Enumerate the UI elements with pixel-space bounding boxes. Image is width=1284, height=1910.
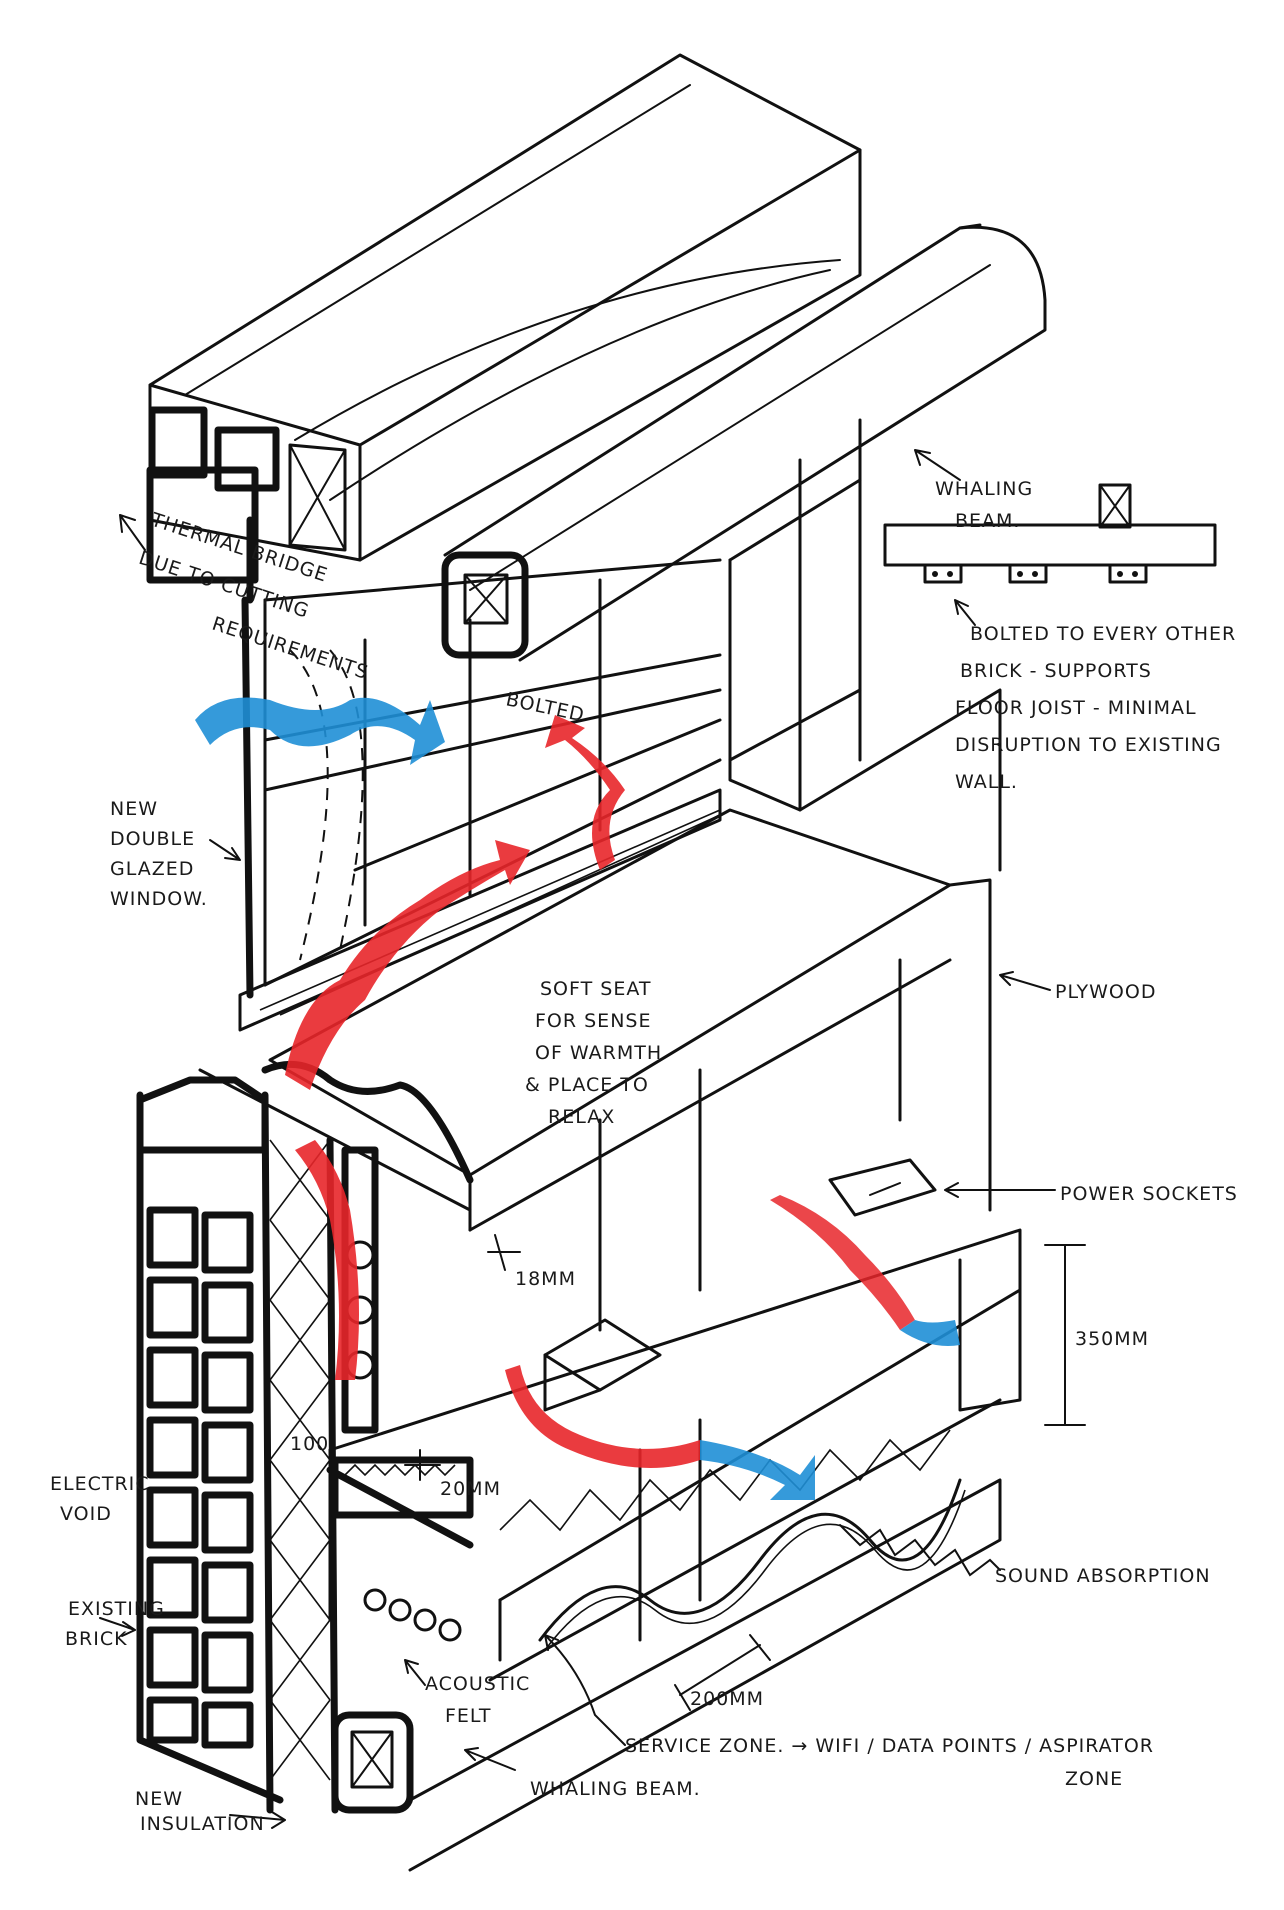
dim-200mm-label: 200MM xyxy=(690,1688,764,1710)
floor-buildup xyxy=(326,1228,1022,1872)
top-beam xyxy=(146,53,862,604)
service-zone-label-2: ZONE xyxy=(1065,1768,1123,1790)
warm-air-ribbon-socket xyxy=(770,1195,915,1330)
brick-courses xyxy=(146,1206,254,1749)
double-glazed-window xyxy=(238,558,722,1032)
dim-100-label: 100 xyxy=(290,1433,329,1455)
pilaster xyxy=(728,418,1002,872)
airflow-indicators xyxy=(195,697,960,1500)
thermal-bridge-label: THERMAL BRIDGE DUE TO CUTTING REQUIREMEN… xyxy=(123,509,396,685)
new-window-label: NEW DOUBLE GLAZED WINDOW. xyxy=(110,798,208,910)
sound-absorption-label: SOUND ABSORPTION xyxy=(995,1565,1211,1587)
warm-air-ribbon-left xyxy=(285,840,530,1090)
whaling-beam-detail xyxy=(883,483,1217,584)
power-sockets-label: POWER SOCKETS xyxy=(1060,1183,1238,1205)
service-zone-label: SERVICE ZONE. → WIFI / DATA POINTS / ASP… xyxy=(625,1735,1154,1757)
seat-unit xyxy=(198,808,992,1412)
dim-20mm-label: 20MM xyxy=(440,1478,501,1500)
plywood-label: PLYWOOD xyxy=(1055,981,1156,1003)
existing-brick-label: EXISTING BRICK xyxy=(65,1598,172,1650)
whaling-beam-upper xyxy=(441,223,1047,662)
dim-18mm-label: 18MM xyxy=(515,1268,576,1290)
cool-air-arrow xyxy=(195,697,445,765)
new-insulation-label: NEW INSULATION xyxy=(135,1788,265,1835)
bolted-label: BOLTED xyxy=(504,688,587,726)
cool-air-ribbon-floor xyxy=(700,1440,815,1500)
annotations: THERMAL BRIDGE DUE TO CUTTING REQUIREMEN… xyxy=(50,478,1243,1835)
bolted-note-label: BOLTED TO EVERY OTHER BRICK - SUPPORTS F… xyxy=(955,623,1243,793)
whaling-beam-bottom-label: WHALING BEAM. xyxy=(530,1778,701,1800)
brick-wall xyxy=(136,1076,474,1814)
dimensions xyxy=(404,1234,1086,1711)
warm-air-arrow-bolted xyxy=(545,715,625,870)
whaling-beam-top-label: WHALING BEAM. xyxy=(935,478,1040,532)
leader-arrows xyxy=(99,449,1056,1829)
cool-air-ribbon-socket xyxy=(900,1320,960,1346)
acoustic-felt-label: ACOUSTIC FELT xyxy=(425,1673,537,1727)
warm-air-ribbon-floor xyxy=(505,1365,700,1468)
warm-air-ribbon-void xyxy=(295,1140,359,1380)
electric-void-label: ELECTRIC VOID xyxy=(50,1473,157,1525)
dim-350mm-label: 350MM xyxy=(1075,1328,1149,1350)
soft-seat-label: SOFT SEAT FOR SENSE OF WARMTH & PLACE TO… xyxy=(525,978,669,1128)
